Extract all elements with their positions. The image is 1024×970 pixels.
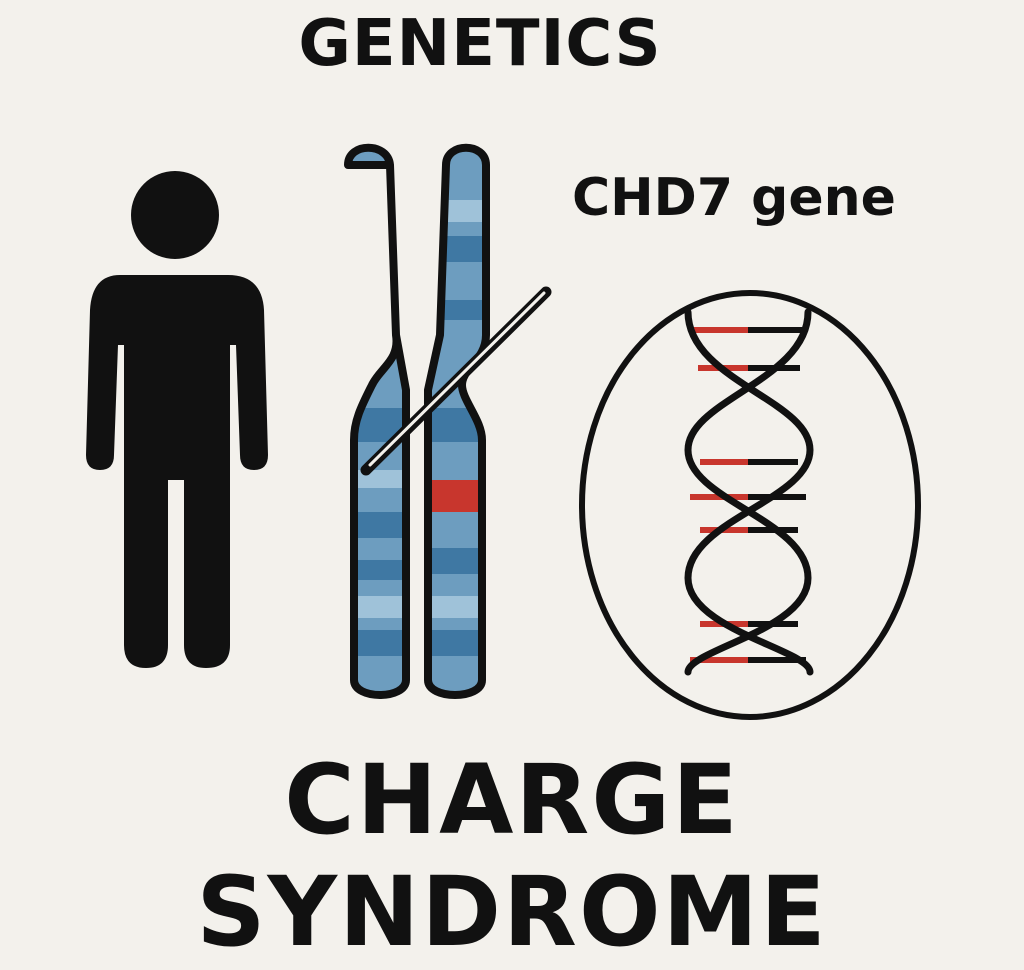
page-title: GENETICS (298, 7, 662, 81)
mutation-band (428, 480, 486, 512)
syndrome-title-line2: SYNDROME (196, 856, 828, 968)
person-icon (86, 171, 268, 668)
gene-label: CHD7 gene (572, 168, 896, 228)
chromosome-icon (344, 143, 552, 699)
dna-helix-icon (579, 290, 921, 720)
syndrome-title-line1: CHARGE (284, 744, 740, 856)
